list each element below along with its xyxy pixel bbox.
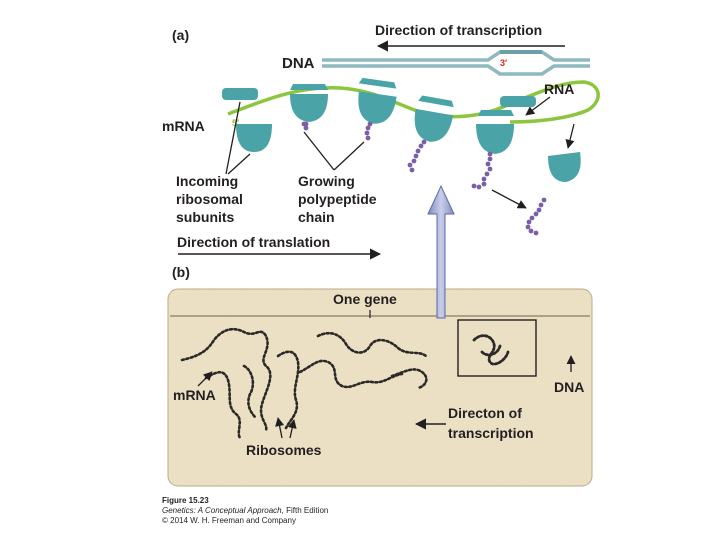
ribosomes-label: Ribosomes (246, 442, 322, 458)
dna-label-b: DNA (554, 379, 584, 395)
growing-pointer-1 (303, 131, 335, 171)
book-title: Genetics: A Conceptual Approach, (162, 506, 284, 515)
ribosomes-pointer-2 (287, 419, 297, 439)
panel-b: (b) One gene DNA mRNA (167, 184, 593, 487)
ribosome-2 (358, 77, 397, 124)
incoming-large-subunit (236, 124, 272, 152)
mrna-label-b: mRNA (173, 387, 216, 403)
polysome-strand-5 (298, 359, 404, 389)
dna-strand (322, 50, 590, 76)
three-prime-label: 3′ (500, 58, 507, 68)
zoom-arrow (427, 184, 455, 319)
rna-pointer-arrow (525, 96, 551, 116)
book-citation: Genetics: A Conceptual Approach, Fifth E… (162, 506, 328, 516)
polysome-strand-1 (180, 327, 272, 432)
polypeptide-chains (301, 121, 547, 236)
polypeptide-chain-4 (471, 151, 493, 190)
incoming-subunits-label: Incoming ribosomal subunits (176, 173, 247, 225)
direction-of-transcription-label: Direction of transcription (375, 22, 542, 38)
panel-a: (a) Direction of transcription DNA 3′ mR… (162, 22, 600, 260)
ribosome-4 (476, 110, 514, 154)
panel-b-tag: (b) (172, 264, 190, 280)
polysome-strands (180, 327, 428, 440)
figure-caption: Figure 15.23 Genetics: A Conceptual Appr… (162, 496, 328, 526)
polysome-strand-3 (242, 364, 258, 420)
polysome-strand-7 (390, 368, 428, 390)
ribosome-3 (414, 95, 454, 142)
mrna-pointer-arrow (197, 371, 213, 387)
direction-transcription-label-b: Directon of transcription (448, 405, 534, 441)
polypeptide-chain-released (525, 197, 547, 236)
mrna-label-a: mRNA (162, 118, 205, 134)
polypeptide-chain-2 (364, 121, 373, 141)
chain-release-arrow (491, 189, 527, 209)
polypeptide-chain-1 (301, 121, 309, 131)
release-arrow (565, 123, 575, 149)
book-edition: Fifth Edition (286, 506, 329, 515)
incoming-small-subunit (222, 88, 258, 100)
ribosome-released-large (548, 152, 581, 182)
inset-box (457, 319, 537, 377)
figure-number: Figure 15.23 (162, 496, 209, 505)
ribosomes-pointer-1 (275, 417, 285, 439)
growing-chain-label: Growing polypeptide chain (298, 173, 380, 225)
incoming-pointer-1 (225, 101, 241, 175)
panel-a-tag: (a) (172, 27, 189, 43)
polysome-strand-2 (204, 370, 242, 440)
ribosome-released-small (500, 96, 536, 107)
polysome-strand-4 (276, 350, 300, 430)
ribosome-1 (290, 84, 328, 127)
incoming-pointer-2 (227, 153, 251, 175)
polysome-strand-6 (316, 331, 428, 358)
direction-of-translation-label: Direction of translation (177, 234, 330, 250)
micrograph-texture (168, 289, 592, 486)
rna-label: RNA (544, 81, 574, 97)
growing-pointer-2 (333, 141, 365, 171)
dna-label-a: DNA (282, 55, 315, 72)
inset-polysome (472, 334, 510, 366)
polypeptide-chain-3 (407, 139, 427, 173)
one-gene-label: One gene (333, 291, 397, 307)
copyright-line: © 2014 W. H. Freeman and Company (162, 516, 296, 525)
mrna-strand (227, 80, 600, 124)
